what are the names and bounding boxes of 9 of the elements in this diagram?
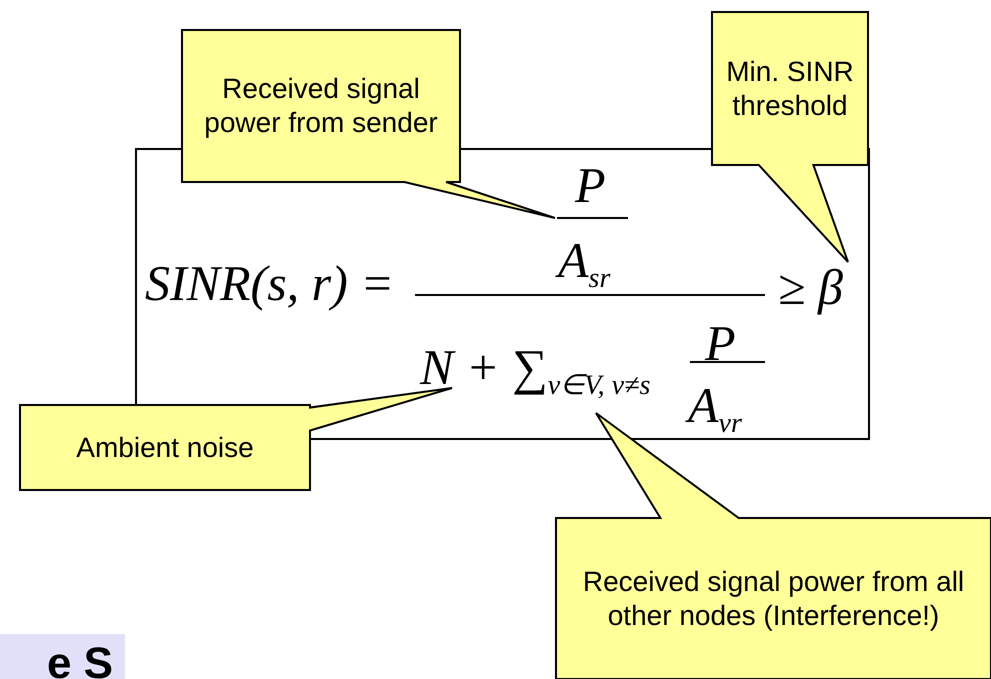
callout-text: Min. SINR threshold [725, 54, 855, 122]
heading-fragment: e S [0, 634, 125, 679]
math-expression: P [705, 318, 736, 368]
callout-text: Received signal power from sender [203, 72, 439, 140]
math-expression: SINR(s, r) = [145, 258, 394, 308]
math-expression: N + ∑$_{v∈V, v≠s}$ [420, 342, 650, 400]
callout-text: Received signal power from all other nodes (Interference!) [582, 564, 966, 632]
math-expression: P [575, 160, 606, 210]
callout-text: Ambient noise [76, 430, 254, 464]
